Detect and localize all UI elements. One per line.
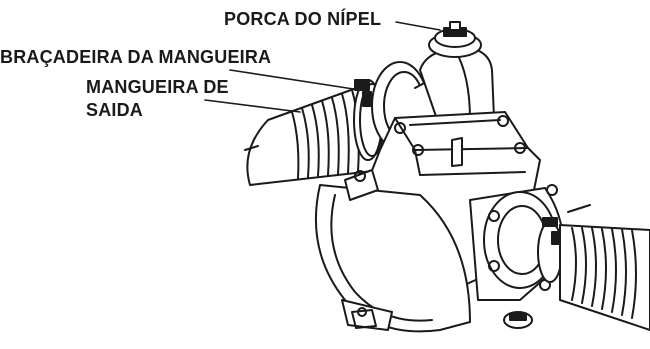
elbow-fitting [419, 21, 495, 129]
hose-clamp-label: BRAÇADEIRA DA MANGUEIRA [0, 47, 272, 67]
hose-clamp-right [537, 204, 591, 283]
leader-porca [395, 21, 441, 31]
nipple-nut-label: PORCA DO NÍPEL [224, 9, 382, 29]
outlet-hose-label-line2: SAIDA [86, 100, 144, 120]
volute-housing [314, 169, 471, 333]
leader-bracadeira [229, 69, 361, 91]
leader-mangueira [204, 99, 301, 113]
drain-plug [503, 311, 533, 329]
leader-lines [204, 21, 441, 113]
outlet-hose-right [559, 224, 650, 331]
outlet-hose-label-line1: MANGUEIRA DE [86, 77, 229, 97]
